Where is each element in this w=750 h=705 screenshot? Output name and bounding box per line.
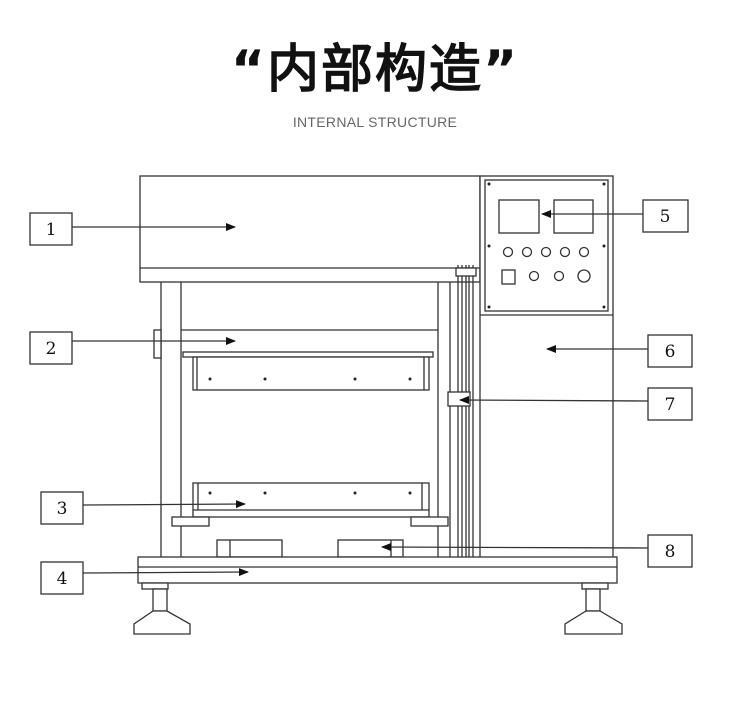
svg-text:3: 3 xyxy=(57,499,68,519)
top-housing xyxy=(139,175,481,283)
svg-text:5: 5 xyxy=(660,207,671,227)
callout-6: 6 xyxy=(546,334,693,368)
page-subtitle: INTERNAL STRUCTURE xyxy=(292,114,458,130)
lower-platen xyxy=(171,482,449,527)
callout-2: 2 xyxy=(29,331,236,365)
svg-text:2: 2 xyxy=(46,339,57,359)
page-title: “内部构造” xyxy=(230,40,520,100)
cylinder-blocks xyxy=(216,539,404,558)
svg-text:6: 6 xyxy=(665,342,676,362)
callout-1: 1 xyxy=(29,212,236,246)
callout-4: 4 xyxy=(40,561,249,595)
svg-text:1: 1 xyxy=(46,220,57,240)
control-cabinet xyxy=(479,175,614,568)
callout-5: 5 xyxy=(541,199,689,233)
callout-3: 3 xyxy=(40,491,246,525)
display-left xyxy=(498,199,540,234)
callout-8: 8 xyxy=(381,534,693,568)
machine-base xyxy=(133,556,623,635)
svg-text:4: 4 xyxy=(57,569,68,589)
callout-7: 7 xyxy=(459,387,693,421)
left-foot xyxy=(133,582,191,635)
sensor-block xyxy=(447,391,471,407)
upper-platen xyxy=(181,329,438,391)
frame-columns xyxy=(153,265,477,565)
right-foot xyxy=(564,582,623,635)
svg-text:8: 8 xyxy=(665,542,676,562)
display-right xyxy=(553,199,594,234)
svg-text:7: 7 xyxy=(665,395,676,415)
